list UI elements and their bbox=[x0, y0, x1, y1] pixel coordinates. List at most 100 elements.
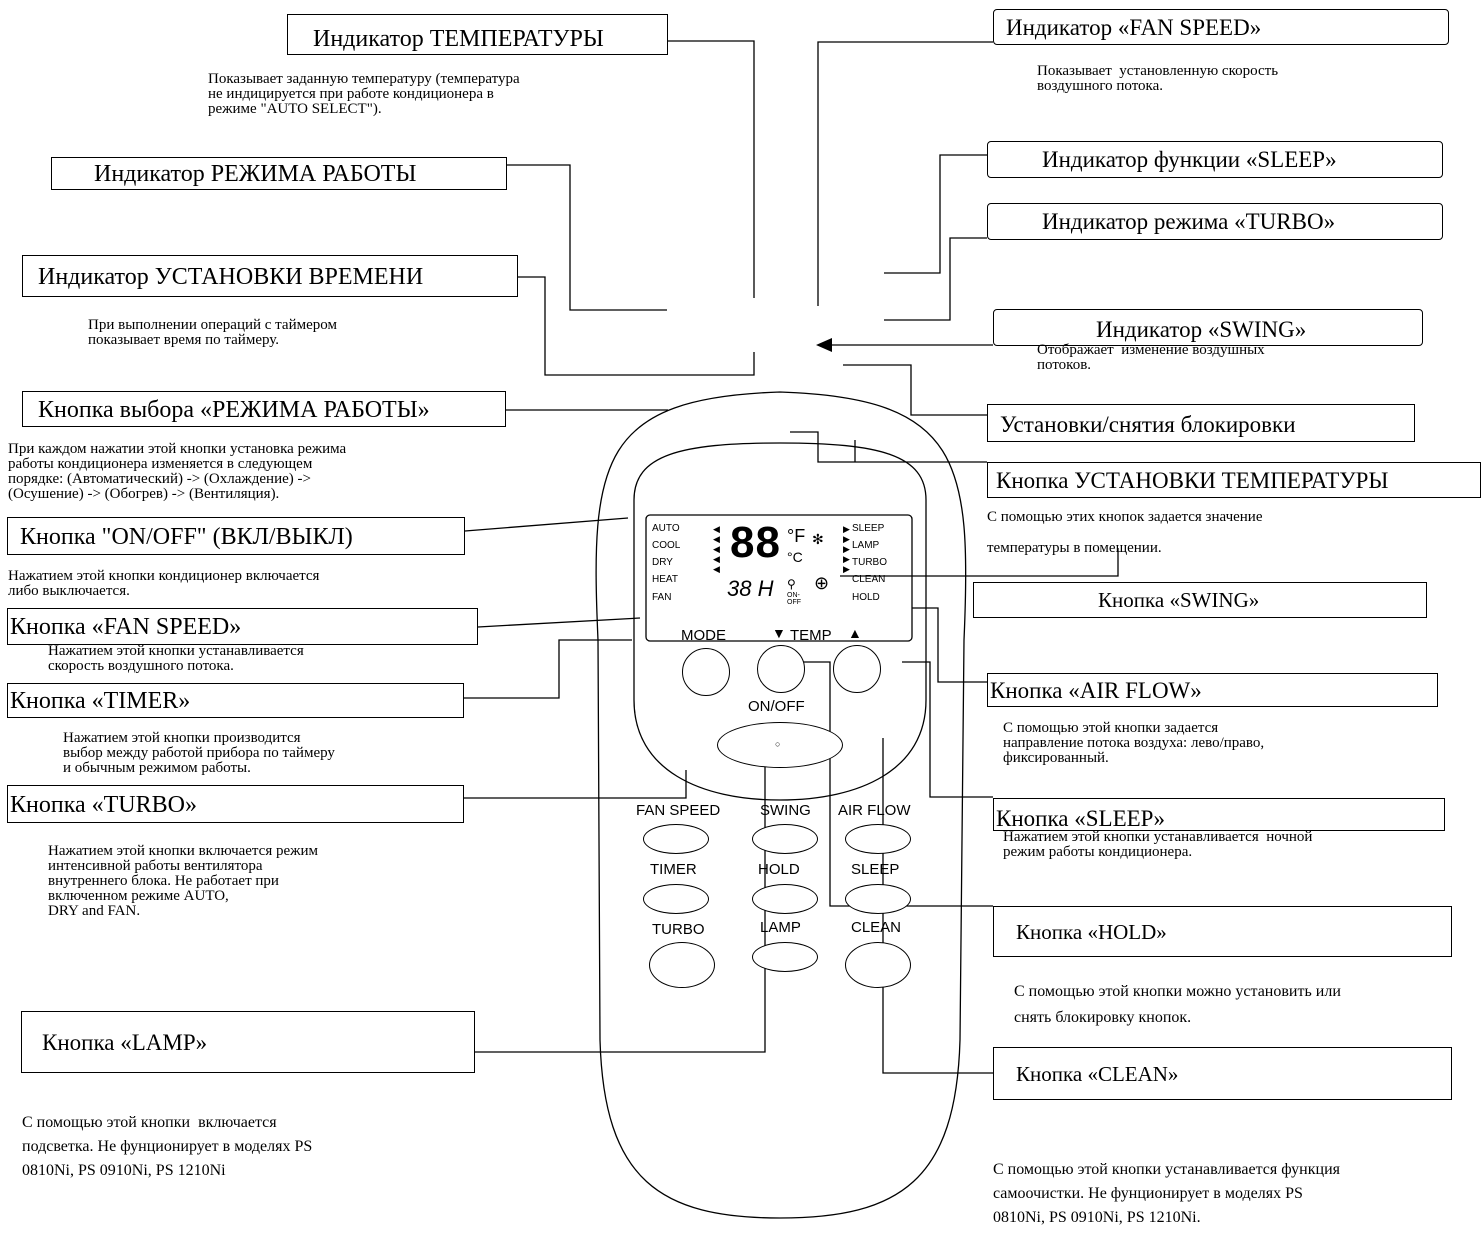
mode-label: MODE bbox=[681, 627, 726, 644]
callout-sleep-indicator: Индикатор функции «SLEEP» bbox=[987, 141, 1443, 178]
leader-mode-indicator bbox=[507, 164, 667, 311]
callout-onoff-button: Кнопка "ON/OFF" (ВКЛ/ВЫКЛ) bbox=[7, 517, 465, 555]
callout-timer-button-desc: Нажатием этой кнопки производится выбор … bbox=[63, 730, 335, 776]
hold-button[interactable] bbox=[752, 884, 818, 914]
callout-turbo-indicator: Индикатор режима «TURBO» bbox=[987, 203, 1443, 240]
sleep-button[interactable] bbox=[845, 884, 911, 914]
lcd-label-turbo: TURBO bbox=[852, 557, 887, 568]
leader-temp-button bbox=[790, 431, 987, 463]
onoff-label: ON/OFF bbox=[748, 698, 805, 715]
lcd-swing-icon: ⊕ bbox=[814, 573, 830, 593]
callout-fanspeed-button: Кнопка «FAN SPEED» bbox=[7, 608, 478, 645]
callout-swing-indicator: Индикатор «SWING» bbox=[993, 309, 1423, 346]
leader-fanspeed-button bbox=[477, 617, 641, 628]
callout-hold-button: Кнопка «HOLD» bbox=[993, 906, 1452, 957]
callout-airflow-button-desc: С помощью этой кнопки задается направлен… bbox=[1003, 720, 1265, 766]
lcd-temperature: 88 bbox=[730, 518, 781, 567]
leader-hold-button bbox=[803, 661, 993, 907]
lcd-label-cool: COOL bbox=[652, 540, 681, 551]
callout-mode-button: Кнопка выбора «РЕЖИМА РАБОТЫ» bbox=[22, 391, 506, 427]
arrow-swing-indicator bbox=[816, 338, 993, 352]
callout-fanspeed-button-desc: Нажатием этой кнопки устанавливается ско… bbox=[48, 643, 304, 674]
callout-timer-button: Кнопка «TIMER» bbox=[7, 683, 464, 718]
remote-outline bbox=[595, 391, 967, 1219]
temp-down-arrow-icon: ▼ bbox=[772, 625, 786, 641]
callout-turbo-button-desc: Нажатием этой кнопки включается режим ин… bbox=[48, 843, 319, 919]
temp-down-button[interactable] bbox=[757, 645, 805, 693]
onoff-button[interactable] bbox=[717, 722, 843, 768]
callout-clean-button: Кнопка «CLEAN» bbox=[993, 1047, 1452, 1100]
timer-button[interactable] bbox=[643, 884, 709, 914]
callout-swing-indicator-desc: Отображает изменение воздушных потоков. bbox=[1037, 342, 1265, 373]
temp-up-arrow-icon: ▲ bbox=[848, 625, 862, 641]
callout-mode-button-desc: При каждом нажатии этой кнопки установка… bbox=[8, 441, 347, 502]
leader-airflow-button bbox=[912, 607, 987, 683]
clean-button[interactable] bbox=[845, 942, 911, 988]
lcd-label-dry: DRY bbox=[652, 557, 673, 568]
callout-sleep-button-desc: Нажатием этой кнопки устанавливается ноч… bbox=[1003, 829, 1313, 860]
leader-swing-button bbox=[840, 548, 1119, 577]
callout-temp-indicator: Индикатор ТЕМПЕРАТУРЫ bbox=[287, 14, 668, 55]
callout-temp-button: Кнопка УСТАНОВКИ ТЕМПЕРАТУРЫ bbox=[987, 462, 1481, 498]
fan-speed-button[interactable] bbox=[643, 824, 709, 854]
mode-button[interactable] bbox=[682, 648, 730, 696]
lcd-timer: 38 H bbox=[727, 576, 774, 601]
fan-speed-label: FAN SPEED bbox=[636, 802, 721, 819]
air-flow-button[interactable] bbox=[845, 824, 911, 854]
turbo-button[interactable] bbox=[649, 942, 715, 988]
timer-label: TIMER bbox=[650, 861, 697, 878]
leader-temp-indicator bbox=[668, 40, 755, 298]
leader-sleep-indicator bbox=[884, 154, 987, 274]
callout-airflow-button: Кнопка «AIR FLOW» bbox=[987, 673, 1438, 707]
swing-button[interactable] bbox=[752, 824, 818, 854]
callout-onoff-button-desc: Нажатием этой кнопки кондиционер включае… bbox=[8, 568, 320, 599]
lcd-unit-f: °F bbox=[787, 526, 806, 546]
callout-lamp-button-desc: С помощью этой кнопки включается подсвет… bbox=[22, 1114, 313, 1179]
callout-mode-indicator: Индикатор РЕЖИМА РАБОТЫ bbox=[51, 157, 507, 190]
callout-lamp-button: Кнопка «LAMP» bbox=[21, 1011, 475, 1073]
callout-temp-indicator-desc: Показывает заданную температуру (темпера… bbox=[208, 71, 520, 117]
onoff-led-icon: ○ bbox=[775, 739, 781, 749]
sleep-label: SLEEP bbox=[851, 861, 900, 878]
callout-turbo-button: Кнопка «TURBO» bbox=[7, 785, 464, 823]
leader-sleep-button bbox=[902, 661, 993, 798]
lcd-mode-arrows: ◀◀◀◀◀ bbox=[713, 524, 720, 574]
temp-label: TEMP bbox=[790, 627, 832, 644]
hold-label: HOLD bbox=[758, 861, 800, 878]
lcd-label-lamp: LAMP bbox=[852, 540, 880, 551]
lcd-fan-icon: ✻ bbox=[812, 531, 824, 547]
leader-fanspeed-indicator bbox=[817, 41, 993, 306]
lcd-label-heat: HEAT bbox=[652, 574, 678, 585]
callout-sleep-button: Кнопка «SLEEP» bbox=[993, 798, 1445, 831]
temp-up-button[interactable] bbox=[833, 645, 881, 693]
swing-label: SWING bbox=[760, 802, 811, 819]
callout-clean-button-desc: С помощью этой кнопки устанавливается фу… bbox=[993, 1161, 1340, 1226]
lcd-label-sleep: SLEEP bbox=[852, 523, 885, 534]
leader-turbo-button bbox=[464, 770, 687, 799]
lcd-label-clean: CLEAN bbox=[852, 574, 886, 585]
callout-hold-button-desc: С помощью этой кнопки можно установить и… bbox=[1014, 983, 1341, 1026]
lcd-unit-c: °C bbox=[787, 549, 803, 565]
leader-timer-button bbox=[464, 639, 632, 699]
lamp-button[interactable] bbox=[752, 942, 818, 972]
lcd-clock-icon: ⚲ bbox=[787, 577, 796, 591]
callout-time-indicator: Индикатор УСТАНОВКИ ВРЕМЕНИ bbox=[22, 255, 518, 297]
leader-time-indicator bbox=[518, 276, 755, 376]
leader-turbo-indicator bbox=[884, 237, 987, 321]
callout-fanspeed-indicator-desc: Показывает установленную скорость воздуш… bbox=[1037, 63, 1279, 94]
lcd-onoff: ON- OFF bbox=[787, 592, 801, 606]
leader-onoff-button bbox=[464, 517, 629, 532]
remote-face-outline bbox=[633, 442, 927, 801]
callout-temp-button-desc: С помощью этих кнопок задается значение … bbox=[987, 509, 1263, 556]
leader-lock bbox=[843, 364, 987, 416]
lcd-label-hold: HOLD bbox=[852, 592, 880, 603]
lcd-right-arrows: ▶▶▶▶▶ bbox=[843, 524, 850, 574]
lcd-label-auto: AUTO bbox=[652, 523, 680, 534]
callout-fanspeed-indicator: Индикатор «FAN SPEED» bbox=[993, 9, 1449, 45]
callout-time-indicator-desc: При выполнении операций с таймером показ… bbox=[88, 317, 337, 348]
lcd-label-fan: FAN bbox=[652, 592, 672, 603]
lamp-label: LAMP bbox=[760, 919, 801, 936]
lcd-outline bbox=[645, 514, 913, 642]
turbo-label: TURBO bbox=[652, 921, 705, 938]
